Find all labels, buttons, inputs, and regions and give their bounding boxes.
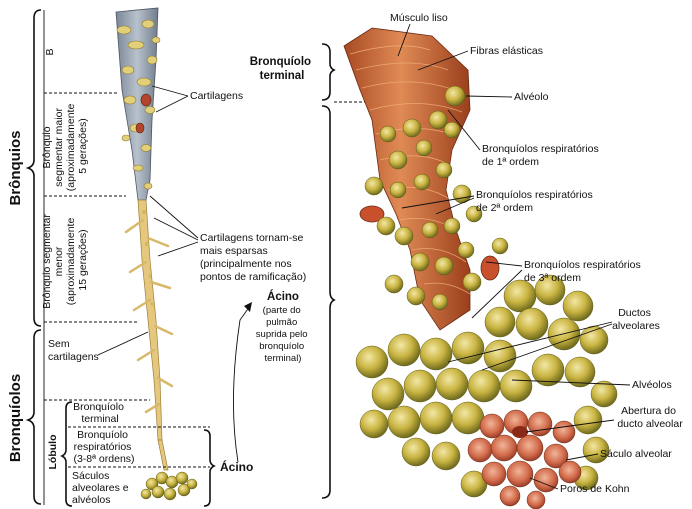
lobulo-bracket (62, 402, 72, 506)
label-resp-1: Bronquíolos respiratórios de 1ª ordem (482, 143, 602, 168)
label-abertura-ducto: Abertura do ducto alveolar (617, 405, 683, 430)
acino-description: (parte do pulmão suprida pelo bronquíolo… (256, 305, 310, 364)
bronchial-tree-illustration (116, 8, 197, 500)
label-menor-line-3: (aproximadamente (65, 218, 77, 306)
label-bronquiolo-terminal-left: Bronquíolo terminal (73, 401, 127, 425)
alveolar-sac-cluster-small (141, 472, 197, 500)
leader-sem-cartilagens (98, 332, 148, 355)
acino-bottom-bracket (204, 430, 214, 506)
acino-curved-arrow (233, 306, 250, 462)
label-bronquiolo-respiratorio-left: Bronquíolo respiratórios (3-8ª ordens) (73, 429, 134, 465)
tube-opening-2 (481, 256, 499, 280)
acino-arrowhead (244, 302, 252, 312)
label-maior-line-1: Brônquio (41, 126, 53, 168)
label-menor-line-1: Brônquio segmentar (41, 214, 53, 309)
label-sem-cartilagens: Sem cartilagens (48, 338, 99, 363)
label-saculo-alveolar: Sáculo alveolar (600, 448, 672, 460)
leader-cartilagens-1 (152, 86, 188, 96)
label-saculos-alveolares: Sáculos alveolares e alvéolos (72, 470, 132, 506)
alveolar-cluster-large (356, 275, 617, 497)
label-musculo-liso: Músculo liso (390, 12, 448, 24)
leader-alveolo (466, 96, 512, 97)
left-group-brackets: Brônquios Bronquíolos (7, 10, 41, 504)
terminal-to-acinus-stem (158, 440, 168, 470)
leader-esparsas-1 (150, 196, 198, 238)
label-fibras-elasticas: Fibras elásticas (470, 45, 543, 57)
label-maior-line-2: segmentar maior (53, 108, 65, 187)
label-bronquio-segmentar-menor: Brônquio segmentar menor (aproximadament… (41, 211, 89, 308)
label-lobulo: Lóbulo (47, 435, 59, 470)
terminal-bracket (322, 44, 334, 100)
group-label-bronquiolos: Bronquíolos (7, 374, 24, 462)
group-label-bronquios: Brônquios (7, 131, 24, 206)
label-menor-line-2: menor (53, 246, 65, 276)
label-alveolos: Alvéolos (632, 379, 672, 391)
title-acino: Ácino (267, 290, 299, 303)
leader-esparsas-2 (154, 218, 198, 240)
label-bronquio-segmentar: B (44, 48, 56, 55)
terminal-bronchiole-tube (344, 28, 470, 330)
duct-opening (512, 426, 528, 438)
title-bronquiolo-terminal: Bronquíolo terminal (250, 56, 315, 82)
label-ductos: Ductos alveolares (612, 307, 660, 332)
label-resp-2: Bronquíolos respiratórios de 2ª ordem (476, 189, 596, 214)
label-alveolo: Alvéolo (514, 91, 549, 103)
acino-right-bracket (322, 106, 334, 498)
label-cartilagens: Cartilagens (190, 90, 243, 102)
label-bronquio-segmentar-maior: Brônquio segmentar maior (aproximadament… (41, 101, 89, 191)
label-menor-line-4: 15 gerações) (77, 229, 89, 290)
label-acino-bottom: Ácino (220, 459, 253, 474)
label-maior-line-3: (aproximadamente (65, 104, 77, 192)
leader-cartilagens-2 (156, 96, 188, 112)
label-poros-kohn: Poros de Kohn (560, 483, 630, 495)
label-cartilagens-esparsas: Cartilagens tornam-se mais esparsas (pri… (200, 232, 306, 283)
label-resp-3: Bronquíolos respiratórios de 3ª ordem (524, 259, 644, 284)
label-maior-line-4: 5 gerações) (77, 118, 89, 173)
